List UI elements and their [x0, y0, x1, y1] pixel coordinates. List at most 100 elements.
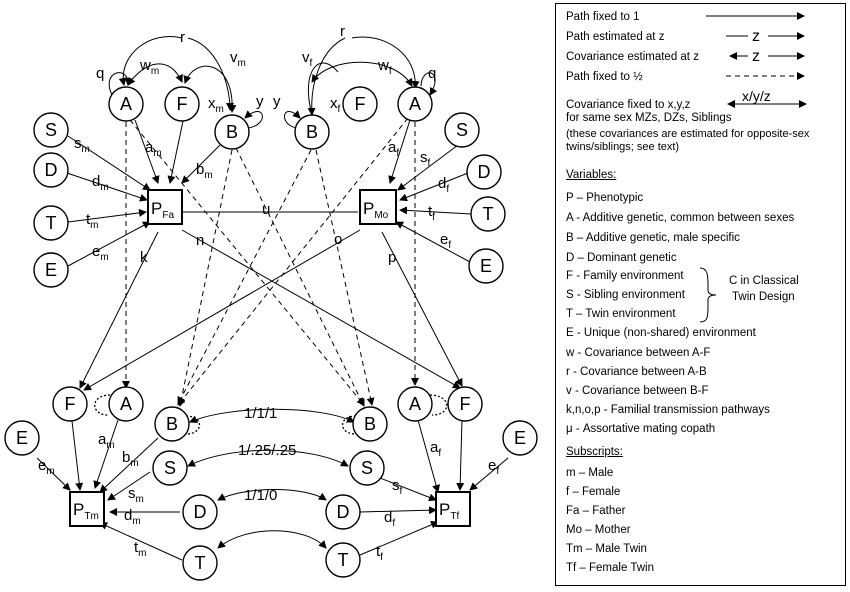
label-t-male-parent: T — [46, 213, 57, 233]
legend-variable-s: S - Sibling environment — [566, 289, 685, 301]
node-d-female-parent — [466, 154, 502, 190]
path-labels: r r q q wm wf vm vf xm xf y y am bm sm d… — [38, 23, 499, 563]
label-e-female-twin-path: ef — [488, 457, 499, 477]
node-f-male-twin — [52, 386, 88, 422]
label-b-male-twin-path: bm — [122, 449, 139, 469]
label-s-male-twin-path: sm — [128, 485, 144, 505]
label-f-male-twin: F — [65, 394, 76, 414]
legend-subscript-m: m – Male — [566, 467, 614, 479]
label-x-female: xf — [330, 95, 341, 115]
node-a-female-parent — [397, 86, 433, 122]
legend-subscript-tm: Tm – Male Twin — [566, 543, 647, 555]
legend-variables-heading: Variables: — [566, 169, 617, 181]
node-s-female-parent — [444, 112, 480, 148]
label-q-female: q — [428, 65, 436, 82]
legend-panel: Path fixed to 1 Path estimated at z Cova… — [555, 3, 846, 586]
legend-subscript-mo: Mo – Mother — [566, 524, 631, 536]
node-b-female-parent — [294, 114, 330, 150]
label-k: k — [140, 249, 148, 266]
node-d-female-twin — [325, 494, 361, 530]
node-b-female-twin — [352, 406, 388, 442]
node-d-male-twin — [182, 494, 218, 530]
node-e-female-parent — [468, 248, 504, 284]
v-curve-female — [307, 62, 339, 116]
label-bb-cov: 1/1/1 — [244, 405, 277, 422]
label-e-male-parent: E — [45, 260, 57, 280]
legend-variable-f: F - Family environment — [566, 270, 684, 282]
legend-variable-e: E - Unique (non-shared) environment — [566, 327, 756, 339]
label-p: p — [388, 249, 396, 266]
label-w-male: wm — [139, 57, 159, 77]
label-b-male-path: bm — [196, 161, 213, 181]
label-e-male-twin: E — [16, 428, 28, 448]
node-f-female-twin — [447, 386, 483, 422]
label-b-female-parent: B — [306, 122, 318, 142]
bb-covariance-arc — [189, 408, 355, 423]
w-curve-male — [127, 63, 183, 86]
label-v-female: vf — [302, 49, 313, 69]
label-d-female-parent: D — [478, 162, 491, 182]
box-p-father — [147, 189, 183, 225]
label-d-male-twin-path: dm — [124, 507, 141, 527]
y-loop-female — [284, 110, 301, 129]
nodes — [4, 86, 538, 581]
label-t-male-twin-path: tm — [134, 539, 147, 559]
node-d-male-parent — [33, 152, 69, 188]
label-s-female-twin-path: sf — [392, 477, 403, 497]
legend-cov-fixed-2: for same sex MZs, DZs, Siblings — [566, 112, 732, 124]
legend-variable-p: P – Phenotypic — [566, 192, 644, 204]
label-ss-cov: 1/.25/.25 — [238, 442, 296, 459]
node-f-female-parent — [342, 86, 378, 122]
legend-classical-1: C in Classical — [729, 275, 799, 287]
label-w-female: wf — [377, 57, 392, 77]
w-curve-female — [311, 61, 413, 87]
q-loop-female — [420, 72, 438, 96]
r-curve-female-a — [351, 36, 420, 89]
label-a-female-twin-path: af — [430, 439, 441, 459]
legend-variable-d: D – Dominant genetic — [566, 252, 677, 264]
label-r-male: r — [180, 29, 185, 46]
label-mu: u — [262, 201, 270, 218]
label-t-female-path: tf — [428, 203, 435, 223]
label-d-male-parent: D — [45, 160, 58, 180]
label-b-male-parent: B — [226, 122, 238, 142]
node-labels: A F B S D T E A F B S D T E F A B S D T … — [16, 94, 526, 573]
path-diagram: A F B S D T E A F B S D T E F A B S D T … — [4, 23, 538, 581]
node-t-male-twin — [182, 545, 218, 581]
legend-z-2: z — [752, 48, 760, 65]
legend-brace — [699, 267, 717, 323]
connection-lines — [66, 36, 472, 391]
label-f-female-twin: F — [460, 394, 471, 414]
legend-subscript-f: f – Female — [566, 486, 621, 498]
node-s-male-twin — [152, 450, 188, 486]
legend-cov-note: (these covariances are estimated for opp… — [566, 128, 810, 153]
label-e-female-parent: E — [480, 256, 492, 276]
r-curve-male-a — [118, 36, 183, 86]
label-d-male-twin: D — [194, 502, 207, 522]
label-r-female: r — [340, 23, 345, 40]
label-p-male-twin: PTm — [73, 500, 99, 522]
node-a-male-twin — [108, 386, 144, 422]
legend-xyz: x/y/z — [742, 88, 771, 104]
label-s-male-parent: S — [45, 120, 57, 140]
label-t-male-path: tm — [86, 211, 99, 231]
label-d-female-twin: D — [337, 502, 350, 522]
label-y-male: y — [256, 93, 264, 110]
legend-arrows: z z x/y/z — [706, 12, 807, 108]
label-q-male: q — [96, 65, 104, 82]
legend-subscript-fa: Fa – Father — [566, 505, 626, 517]
box-p-female-twin — [435, 491, 471, 527]
label-b-female-twin: B — [364, 414, 376, 434]
legend-variable-mu: μ - Assortative mating copath — [566, 423, 716, 435]
node-a-female-twin — [397, 386, 433, 422]
label-s-female-twin: S — [361, 458, 373, 478]
legend-variable-w: w - Covariance between A-F — [566, 347, 711, 359]
y-loop-male — [244, 110, 263, 129]
label-a-male-twin: A — [120, 394, 132, 414]
twin-paths — [36, 408, 509, 561]
node-t-female-twin — [325, 542, 361, 578]
legend-variable-a: A - Additive genetic, common between sex… — [566, 212, 795, 224]
node-s-male-parent — [33, 112, 69, 148]
label-f-female-parent: F — [355, 94, 366, 114]
label-s-male-twin: S — [164, 458, 176, 478]
